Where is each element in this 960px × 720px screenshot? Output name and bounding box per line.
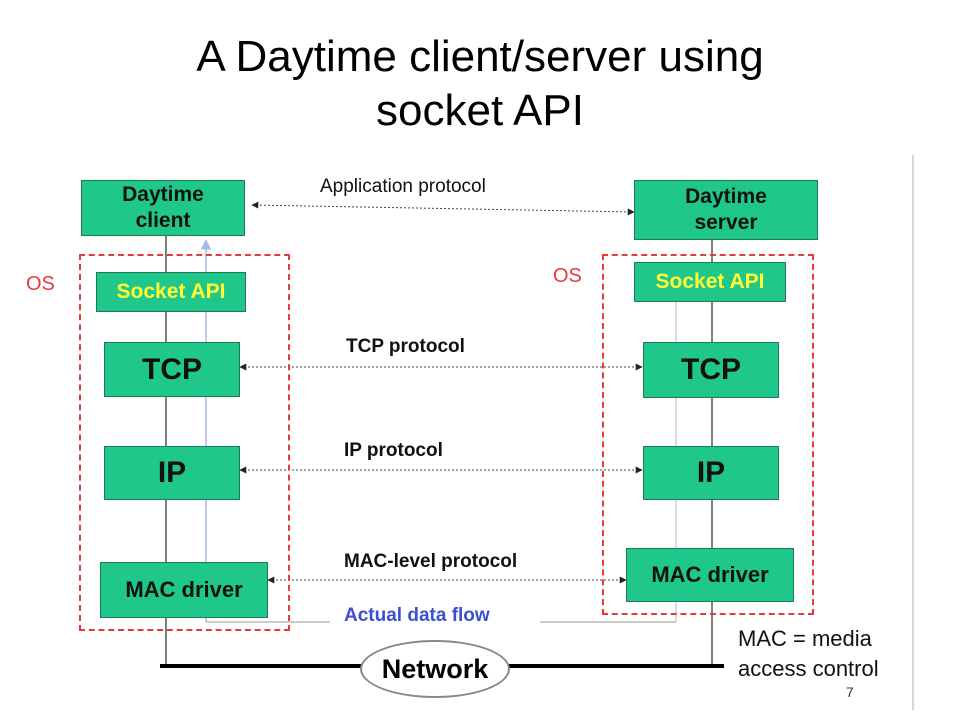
- page-number: 7: [846, 684, 854, 700]
- actual-data-flow-label: Actual data flow: [344, 605, 490, 626]
- mac-definition-note: MAC = media access control: [738, 626, 879, 681]
- client-ip-box: IP: [104, 446, 240, 500]
- network-ellipse: Network: [360, 640, 510, 698]
- slide-edge-line: [912, 155, 914, 710]
- server-socket-api-box: Socket API: [634, 262, 786, 302]
- daytime-server-box: Daytime server: [634, 180, 818, 240]
- server-mac-driver-box: MAC driver: [626, 548, 794, 602]
- client-os-frame: [79, 254, 290, 631]
- tcp-protocol-label: TCP protocol: [346, 336, 465, 357]
- application-protocol-label: Application protocol: [320, 176, 486, 197]
- client-socket-api-box: Socket API: [96, 272, 246, 312]
- server-tcp-box: TCP: [643, 342, 779, 398]
- server-os-label: OS: [553, 265, 582, 287]
- ip-protocol-label: IP protocol: [344, 440, 443, 461]
- client-tcp-box: TCP: [104, 342, 240, 397]
- server-os-frame: [602, 254, 814, 615]
- application-protocol-arrow: [251, 201, 635, 216]
- client-mac-driver-box: MAC driver: [100, 562, 268, 618]
- client-os-label: OS: [26, 273, 55, 295]
- daytime-client-box: Daytime client: [81, 180, 245, 236]
- slide-title: A Daytime client/server using socket API: [196, 32, 764, 135]
- server-ip-box: IP: [643, 446, 779, 500]
- mac-protocol-label: MAC-level protocol: [344, 551, 518, 572]
